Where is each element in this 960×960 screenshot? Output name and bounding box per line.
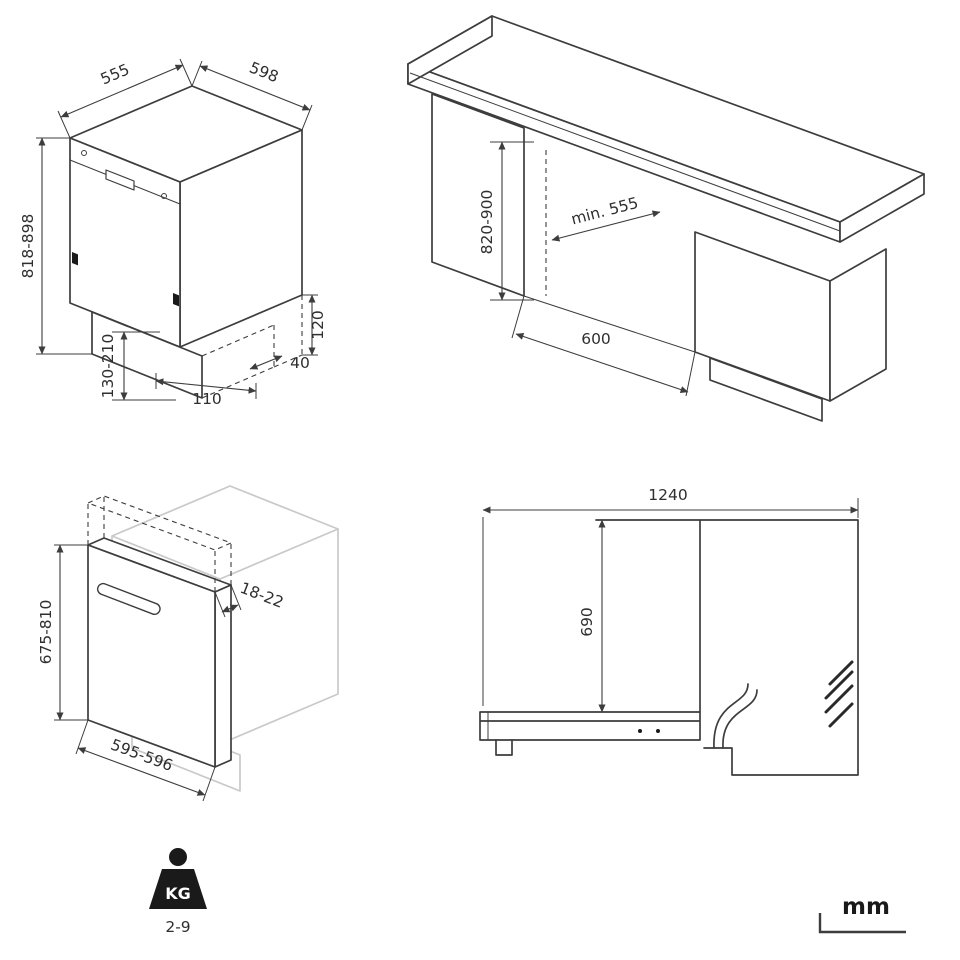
door-screw-icon bbox=[638, 729, 642, 733]
unit-underline bbox=[818, 913, 906, 934]
weight-knob bbox=[169, 848, 187, 866]
dim-line-recess-depth bbox=[249, 355, 283, 370]
unit-label: mm bbox=[842, 894, 890, 920]
dim-label-depth: 598 bbox=[247, 59, 281, 87]
right-cabinet-plinth bbox=[709, 357, 823, 422]
ext-lines bbox=[57, 58, 193, 139]
dim-label-height: 818-898 bbox=[19, 214, 37, 279]
panel-alignment-dashes bbox=[86, 495, 233, 592]
dim-label-width: 555 bbox=[98, 60, 132, 88]
worktop-left-end bbox=[407, 15, 493, 85]
dim-label-plinth-depth: 110 bbox=[192, 390, 222, 408]
door-panel-view: 18-22 675-810 595-596 bbox=[37, 485, 339, 802]
niche-under-worktop-view: 820-900 min. 555 600 bbox=[407, 15, 925, 422]
dim-label-niche-depth: min. 555 bbox=[569, 194, 640, 229]
worktop-right-end bbox=[839, 173, 925, 243]
open-door-slab bbox=[479, 711, 701, 741]
dw-hinge-mark bbox=[72, 252, 78, 266]
cabinet-profile bbox=[595, 519, 859, 776]
drain-hose-hatch bbox=[824, 660, 854, 728]
ext-lines bbox=[214, 584, 242, 618]
dw-display bbox=[105, 169, 135, 191]
weight-range-label: 2-9 bbox=[165, 918, 190, 936]
dim-label-niche-height: 820-900 bbox=[478, 190, 496, 255]
ext-lines bbox=[482, 498, 859, 706]
ext-lines bbox=[54, 544, 88, 721]
dim-label-door-height: 690 bbox=[578, 607, 596, 637]
door-screw-icon bbox=[656, 729, 660, 733]
dim-line-niche-width bbox=[515, 333, 689, 393]
iso-dishwasher-view: 555 598 818-898 130-210 110 120 40 bbox=[19, 59, 327, 408]
hose-curve bbox=[713, 683, 749, 749]
unit-indicator: mm bbox=[818, 894, 906, 934]
weight-body bbox=[149, 869, 207, 909]
panel-handle bbox=[96, 582, 161, 616]
dw-screw-icon bbox=[161, 193, 167, 199]
dw-hinge-mark bbox=[173, 293, 179, 307]
dim-label-panel-height: 675-810 bbox=[37, 600, 55, 665]
dim-line-depth bbox=[199, 65, 311, 111]
dim-line-plinth-depth bbox=[155, 378, 257, 394]
open-door-view: 1240 690 bbox=[479, 486, 859, 776]
dim-label-recess-height: 120 bbox=[309, 310, 327, 340]
dim-label-plinth-height: 130-210 bbox=[99, 334, 117, 399]
right-cabinet-side bbox=[829, 248, 887, 402]
dim-line-width bbox=[60, 64, 184, 118]
dim-label-total-depth: 1240 bbox=[648, 486, 687, 504]
dim-label-niche-width: 600 bbox=[581, 330, 611, 348]
ghost-dishwasher-outline bbox=[111, 485, 339, 792]
door-foot bbox=[495, 739, 513, 756]
dim-line-panel-thickness bbox=[221, 604, 239, 613]
dim-line-panel-width bbox=[77, 747, 206, 796]
weight-kg-label: KG bbox=[165, 884, 191, 903]
dim-label-panel-thickness: 18-22 bbox=[238, 579, 287, 612]
dw-screw-icon bbox=[81, 150, 87, 156]
ext-lines bbox=[490, 141, 534, 301]
dim-line-niche-depth bbox=[551, 210, 661, 242]
weight-icon: KG 2-9 bbox=[149, 848, 207, 936]
dim-label-recess-depth: 40 bbox=[290, 354, 310, 372]
hose-curve bbox=[722, 689, 758, 749]
worktop-edge-profile bbox=[409, 72, 841, 232]
